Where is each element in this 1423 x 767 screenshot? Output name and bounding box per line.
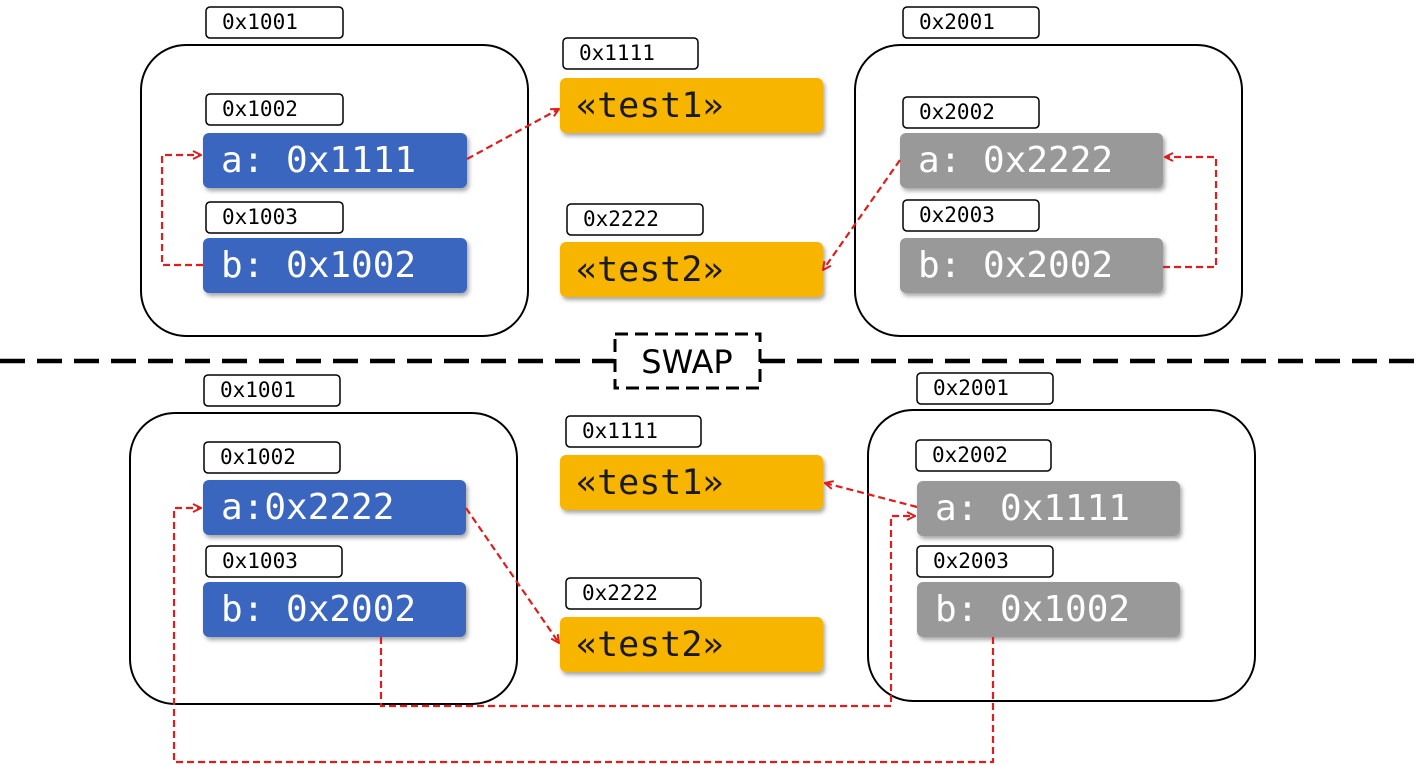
after-right-b-address-tag	[916, 545, 1054, 578]
before-test1-address-tag	[562, 37, 699, 70]
after-right-b-to-left-a-arrow	[172, 508, 995, 764]
after-right-object-address: 0x2001	[933, 376, 1009, 400]
before-left-b-address-tag	[205, 201, 344, 234]
after-right-b-value: b: 0x1002	[935, 589, 1130, 630]
after-left-b-address: 0x1003	[222, 549, 298, 573]
before-left-a-address: 0x1002	[222, 97, 298, 121]
before-right-b-value: b: 0x2002	[918, 245, 1113, 286]
before-right-object-address-tag	[902, 6, 1040, 39]
before-right-a-address: 0x2002	[919, 100, 995, 124]
before-test2-value: «test2»	[576, 250, 724, 290]
before-left-a-to-test1-arrow	[466, 109, 559, 160]
after-right-a-address-tag	[915, 439, 1052, 472]
after-test1-cell	[560, 455, 823, 510]
before-right-object-address: 0x2001	[919, 10, 995, 34]
after-left-b-cell	[203, 582, 466, 637]
after-left-a-address-tag	[203, 441, 341, 474]
before-left-b-value: b: 0x1002	[221, 245, 416, 286]
swap-label: SWAP	[641, 343, 732, 381]
before-left-b-cell	[203, 238, 467, 293]
after-left-a-value: a:0x2222	[221, 487, 394, 528]
before-left-a-value: a: 0x1111	[221, 140, 416, 181]
before-right-b-address: 0x2003	[919, 203, 995, 227]
after-left-b-to-right-a-arrow	[379, 516, 915, 708]
after-test1-address-tag	[565, 415, 702, 448]
after-test2-cell	[560, 617, 823, 672]
after-test2-address: 0x2222	[582, 581, 658, 605]
after-left-a-address: 0x1002	[220, 445, 296, 469]
before-left-object-address: 0x1001	[222, 10, 298, 34]
before-right-a-cell	[900, 133, 1163, 188]
after-right-a-address: 0x2002	[932, 443, 1008, 467]
after-right-a-value: a: 0x1111	[935, 488, 1130, 529]
before-left-b-to-a-arrow	[160, 155, 203, 267]
before-right-b-cell	[900, 238, 1163, 293]
before-test2-address: 0x2222	[583, 207, 659, 231]
after-test1-address: 0x1111	[582, 419, 658, 443]
before-left-a-cell	[203, 133, 467, 188]
before-right-a-to-test2-arrow	[823, 159, 901, 270]
before-test2-address-tag	[566, 203, 704, 236]
after-left-b-address-tag	[205, 545, 343, 578]
before-left-object-address-tag	[205, 6, 344, 39]
after-left-a-to-test2-arrow	[465, 507, 559, 643]
after-right-b-address: 0x2003	[933, 549, 1009, 573]
swap-label-box	[613, 332, 762, 390]
before-right-b-to-a-arrow	[1163, 157, 1218, 269]
before-right-a-value: a: 0x2222	[918, 140, 1113, 181]
before-left-a-address-tag	[205, 93, 344, 126]
after-left-object-address-tag	[203, 374, 341, 407]
after-right-b-cell	[917, 582, 1180, 637]
before-right-b-address-tag	[902, 199, 1040, 232]
after-right-object-address-tag	[916, 372, 1054, 405]
before-test1-address: 0x1111	[579, 41, 655, 65]
after-test2-address-tag	[565, 577, 702, 610]
before-test1-cell	[560, 78, 823, 133]
after-right-a-cell	[917, 481, 1180, 536]
after-test1-value: «test1»	[576, 463, 724, 503]
before-test2-cell	[560, 242, 823, 297]
before-left-b-address: 0x1003	[222, 205, 298, 229]
after-left-object-address: 0x1001	[220, 378, 296, 402]
after-test2-value: «test2»	[576, 625, 724, 665]
before-right-a-address-tag	[902, 96, 1040, 129]
after-left-a-cell	[203, 480, 466, 535]
after-right-a-to-test1-arrow	[825, 483, 918, 509]
before-test1-value: «test1»	[576, 86, 724, 126]
after-left-b-value: b: 0x2002	[221, 589, 416, 630]
